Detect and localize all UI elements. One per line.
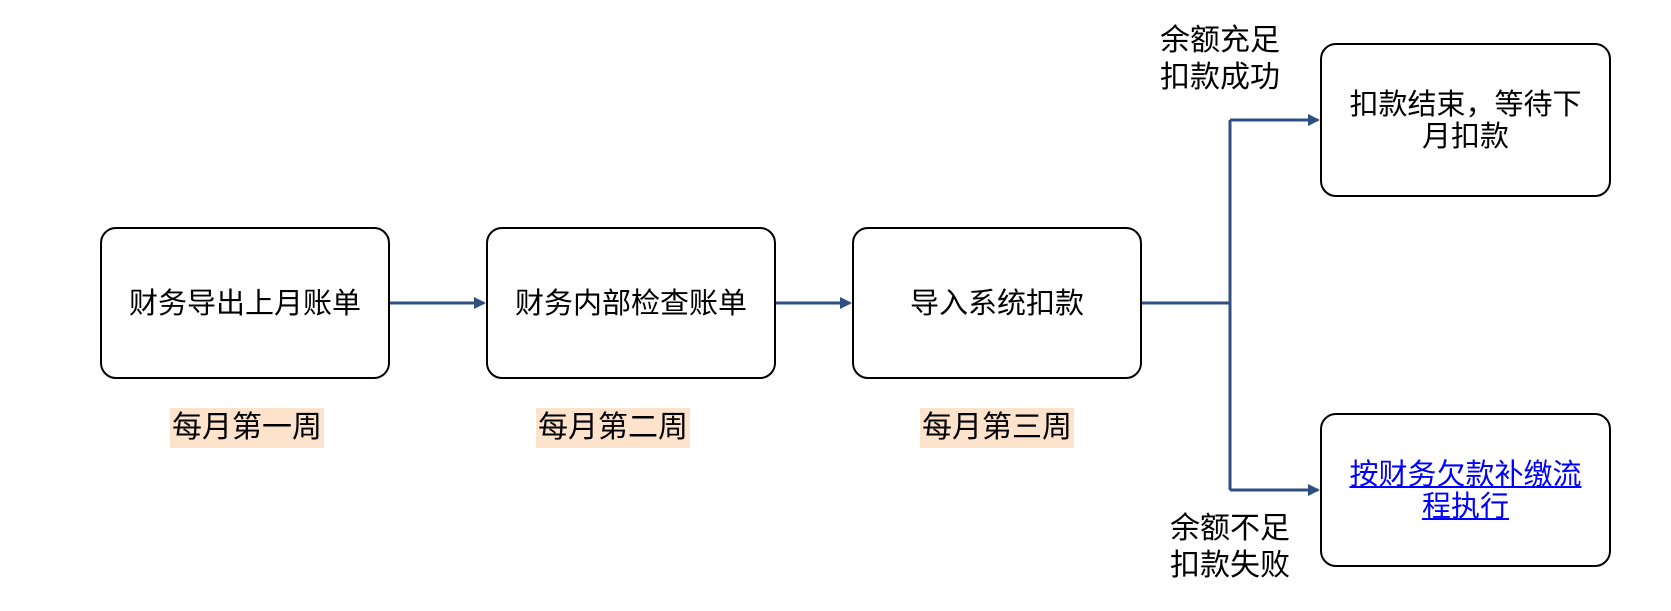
arrears-process-link[interactable]: 按财务欠款补缴流程执行 [1349,457,1582,523]
step-export-bill-label: 财务导出上月账单 [128,286,361,320]
week-label-third: 每月第三周 [920,408,1074,448]
branch-label-insufficient: 余额不足 扣款失败 [1170,510,1290,584]
week-label-second: 每月第二周 [536,408,690,448]
branch-label-sufficient-line1: 余额充足 [1160,23,1280,58]
step-check-bill-label: 财务内部检查账单 [514,286,747,320]
week-label-first: 每月第一周 [170,408,324,448]
step-import-deduct: 导入系统扣款 [852,227,1142,379]
branch-label-sufficient-line2: 扣款成功 [1160,60,1280,95]
end-deduct-finished: 扣款结束，等待下月扣款 [1320,43,1611,197]
end-deduct-finished-label: 扣款结束，等待下月扣款 [1349,87,1582,153]
step-import-deduct-label: 导入系统扣款 [909,286,1084,320]
branch-label-sufficient: 余额充足 扣款成功 [1160,22,1280,96]
step-check-bill: 财务内部检查账单 [486,227,776,379]
end-arrears-process: 按财务欠款补缴流程执行 [1320,413,1611,567]
step-export-bill: 财务导出上月账单 [100,227,390,379]
branch-label-insufficient-line2: 扣款失败 [1170,548,1290,583]
branch-label-insufficient-line1: 余额不足 [1170,511,1290,546]
